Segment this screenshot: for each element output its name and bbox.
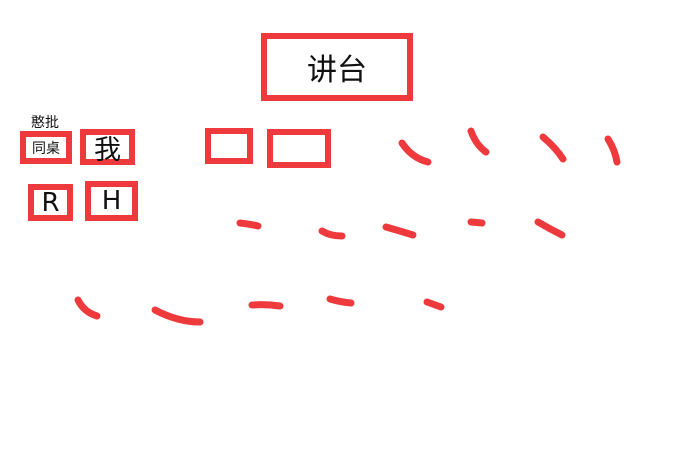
seat-mark [236, 219, 262, 230]
seat-mark [604, 135, 621, 166]
seat-h: H [85, 181, 138, 221]
seat-r-label: R [41, 187, 60, 218]
seat-mark [74, 296, 101, 320]
seat-tablemate: 同桌 [20, 131, 72, 164]
seat-mark [248, 301, 284, 310]
seat-me: 我 [80, 129, 135, 166]
podium-box: 讲台 [261, 33, 413, 101]
seat-h-label: H [101, 186, 122, 216]
seat-mark [467, 218, 486, 227]
seat-mark [326, 295, 355, 307]
seat-mark [423, 298, 445, 311]
seat-mark [318, 227, 346, 240]
seat-tablemate-label: 同桌 [32, 140, 60, 157]
tablemate-note: 憨批 [31, 115, 59, 131]
seat-mark [398, 139, 432, 166]
seat-mark [382, 223, 417, 239]
seat-mark [151, 306, 204, 326]
seat-mark [467, 127, 490, 156]
seat-r: R [28, 184, 73, 221]
seat-empty-2 [267, 129, 331, 168]
seat-mark [539, 133, 567, 163]
podium-label: 讲台 [307, 53, 367, 88]
seat-mark [534, 218, 566, 239]
seat-empty-1 [205, 128, 253, 164]
seat-me-label: 我 [94, 134, 121, 166]
